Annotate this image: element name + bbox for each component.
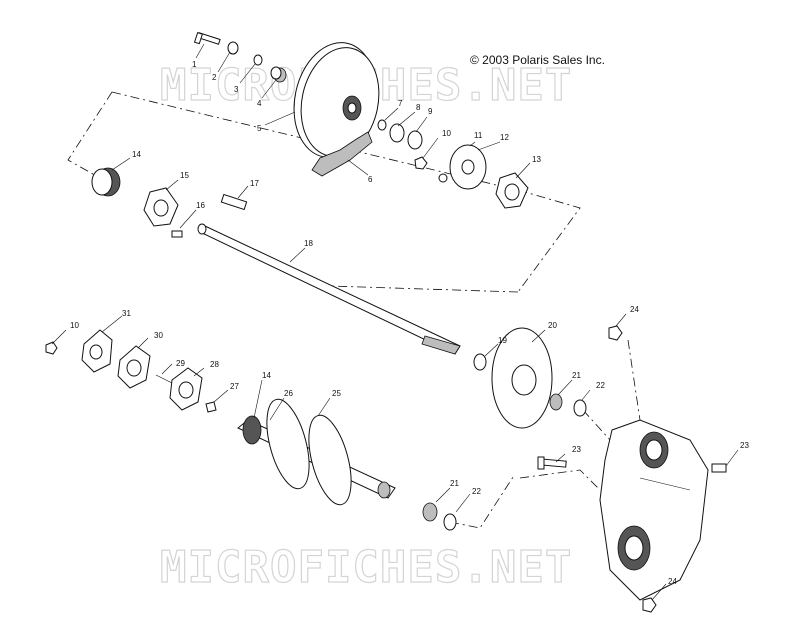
callout-22-lower: 22 xyxy=(472,487,481,496)
flange-13 xyxy=(495,172,529,209)
callout-2: 2 xyxy=(212,73,217,82)
assembly-line-left xyxy=(67,91,113,179)
flange-15 xyxy=(143,187,179,227)
callout-11: 11 xyxy=(474,131,483,140)
bearing-26 xyxy=(242,415,262,445)
flange-28 xyxy=(169,367,203,411)
nut-10-top xyxy=(414,156,428,170)
assembly-line-upper xyxy=(582,409,611,441)
callout-28: 28 xyxy=(210,360,219,369)
callout-22: 22 xyxy=(596,381,605,390)
assembly-line-bolt xyxy=(519,469,601,491)
callout-12: 12 xyxy=(500,133,509,142)
bearing-21-upper xyxy=(549,393,563,411)
shaft-18 xyxy=(197,223,461,355)
brake-disc-20 xyxy=(491,327,553,429)
bolt-23-inner xyxy=(537,456,567,470)
callout-17: 17 xyxy=(250,179,259,188)
callout-6: 6 xyxy=(368,175,373,184)
assembly-line-bottom xyxy=(329,285,519,293)
clip-19 xyxy=(473,353,487,371)
cover-plate-31 xyxy=(81,329,113,373)
callout-7: 7 xyxy=(398,99,403,108)
nut-24-bottom xyxy=(642,597,657,613)
callout-27: 27 xyxy=(230,382,239,391)
cover-plate-12 xyxy=(449,144,487,190)
callout-9: 9 xyxy=(428,107,433,116)
seal-22-lower xyxy=(443,513,457,531)
seal-22-upper xyxy=(573,399,587,417)
callout-29: 29 xyxy=(176,359,185,368)
callout-23-outer: 23 xyxy=(740,441,749,450)
callout-30: 30 xyxy=(154,331,163,340)
watermark-bottom: MICROFICHES.NET xyxy=(160,542,572,593)
drive-shaft-assembly xyxy=(237,398,396,506)
sprocket-5 xyxy=(293,42,380,158)
callout-16: 16 xyxy=(196,201,205,210)
callout-21: 21 xyxy=(572,371,581,380)
callout-14-lower: 14 xyxy=(262,371,271,380)
washer-11 xyxy=(438,173,448,183)
gasket-30 xyxy=(117,345,151,389)
callout-18: 18 xyxy=(304,239,313,248)
bearing-9 xyxy=(407,130,423,150)
callout-labels: 1 2 3 4 5 6 7 8 9 10 11 12 13 14 15 16 1… xyxy=(70,60,749,586)
washer-7 xyxy=(377,119,387,131)
callout-21-lower: 21 xyxy=(450,479,459,488)
spacer-8 xyxy=(389,123,405,143)
callout-1: 1 xyxy=(192,60,197,69)
key-17 xyxy=(220,193,248,211)
plug-27 xyxy=(205,401,217,413)
callout-15: 15 xyxy=(180,171,189,180)
callout-25: 25 xyxy=(332,389,341,398)
callout-24-bottom: 24 xyxy=(668,577,677,586)
chain-6 xyxy=(311,131,373,177)
callout-3: 3 xyxy=(234,85,239,94)
callout-26: 26 xyxy=(284,389,293,398)
callout-5: 5 xyxy=(257,124,262,133)
bolt-1 xyxy=(193,31,221,45)
callout-23: 23 xyxy=(572,445,581,454)
callout-14: 14 xyxy=(132,150,141,159)
bolt-23-outer xyxy=(711,463,727,473)
chaincase-housing xyxy=(599,419,709,601)
callout-13: 13 xyxy=(532,155,541,164)
track-driver-25a xyxy=(266,398,310,490)
callout-20: 20 xyxy=(548,321,557,330)
callout-10-lower: 10 xyxy=(70,321,79,330)
nut-24-top xyxy=(608,325,623,341)
bolt-16 xyxy=(171,230,183,238)
callout-31: 31 xyxy=(122,309,131,318)
assembly-line-case-top xyxy=(627,339,641,421)
pin-29 xyxy=(155,374,175,385)
assembly-line-lower xyxy=(449,473,516,529)
callout-8: 8 xyxy=(416,103,421,112)
bearing-14-top xyxy=(91,167,121,197)
copyright-text: © 2003 Polaris Sales Inc. xyxy=(470,53,605,67)
washer-3 xyxy=(253,54,263,66)
leader-lines xyxy=(51,43,739,601)
callout-19: 19 xyxy=(498,336,507,345)
callout-4: 4 xyxy=(257,99,262,108)
washer-2 xyxy=(227,41,239,55)
bearing-21-lower xyxy=(422,502,438,522)
bushing-4 xyxy=(270,66,287,83)
nut-10-lower xyxy=(45,341,58,355)
callout-24: 24 xyxy=(630,305,639,314)
callout-10: 10 xyxy=(442,129,451,138)
